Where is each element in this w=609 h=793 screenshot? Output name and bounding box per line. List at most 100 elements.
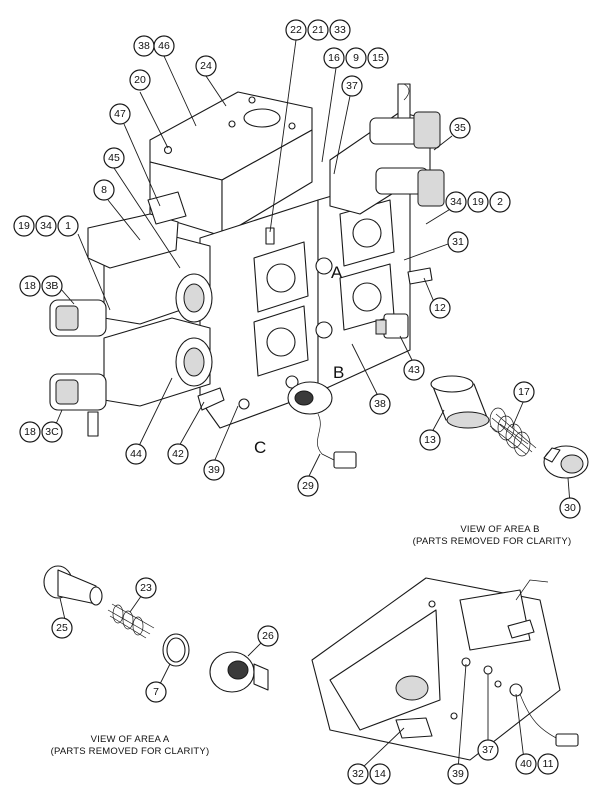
callout-11: 11 — [537, 753, 559, 775]
svg-text:29: 29 — [302, 480, 314, 492]
callout-9: 9 — [345, 47, 367, 69]
svg-text:12: 12 — [434, 302, 446, 314]
svg-text:1: 1 — [65, 220, 71, 232]
callout-18-upper: 18 — [19, 275, 41, 297]
callout-34-right: 34 — [445, 191, 467, 213]
callout-23: 23 — [135, 577, 157, 599]
svg-text:23: 23 — [140, 582, 152, 594]
callout-43: 43 — [403, 359, 425, 381]
svg-text:24: 24 — [200, 60, 212, 72]
svg-text:11: 11 — [543, 758, 554, 770]
callout-30: 30 — [559, 497, 581, 519]
callout-15: 15 — [367, 47, 389, 69]
svg-text:31: 31 — [452, 236, 464, 248]
caption-area-a-title: VIEW OF AREA A — [91, 734, 170, 745]
callout-38-top: 38 — [133, 35, 155, 57]
callout-17: 17 — [513, 381, 535, 403]
callout-47: 47 — [109, 103, 131, 125]
callout-24: 24 — [195, 55, 217, 77]
callout-3c: 3C — [41, 421, 63, 443]
caption-area-a-note: (PARTS REMOVED FOR CLARITY) — [51, 746, 210, 757]
svg-text:21: 21 — [312, 24, 324, 36]
callout-38-mid: 38 — [369, 393, 391, 415]
callout-39-bottom: 39 — [447, 763, 469, 785]
svg-text:39: 39 — [208, 464, 220, 476]
callout-29: 29 — [297, 475, 319, 497]
caption-area-b-note: (PARTS REMOVED FOR CLARITY) — [413, 536, 572, 547]
svg-text:8: 8 — [101, 184, 107, 196]
callout-40: 40 — [515, 753, 537, 775]
area-label-b: B — [333, 363, 344, 382]
svg-text:37: 37 — [482, 744, 494, 756]
svg-text:3B: 3B — [46, 280, 59, 292]
svg-text:3C: 3C — [45, 426, 59, 438]
area-label-a: A — [331, 263, 343, 282]
callout-8: 8 — [93, 179, 115, 201]
svg-text:25: 25 — [56, 622, 68, 634]
callout-45: 45 — [103, 147, 125, 169]
area-label-c: C — [254, 438, 266, 457]
svg-text:30: 30 — [564, 502, 576, 514]
svg-text:26: 26 — [262, 630, 274, 642]
svg-text:43: 43 — [408, 364, 420, 376]
callout-22: 22 — [285, 19, 307, 41]
svg-text:9: 9 — [353, 52, 359, 64]
callout-42: 42 — [167, 443, 189, 465]
svg-text:45: 45 — [108, 152, 120, 164]
callout-37-top: 37 — [341, 75, 363, 97]
svg-text:2: 2 — [497, 196, 503, 208]
svg-text:14: 14 — [374, 768, 386, 780]
callout-18-lower: 18 — [19, 421, 41, 443]
svg-text:20: 20 — [134, 74, 146, 86]
svg-text:22: 22 — [290, 24, 302, 36]
callout-26: 26 — [257, 625, 279, 647]
callout-33: 33 — [329, 19, 351, 41]
callout-37-bottom: 37 — [477, 739, 499, 761]
callout-25: 25 — [51, 617, 73, 639]
callout-46: 46 — [153, 35, 175, 57]
callout-21: 21 — [307, 19, 329, 41]
callout-19-right: 19 — [467, 191, 489, 213]
svg-text:7: 7 — [153, 686, 159, 698]
callout-20: 20 — [129, 69, 151, 91]
area-b-exploded-view — [430, 375, 589, 479]
svg-text:37: 37 — [346, 80, 358, 92]
svg-text:38: 38 — [374, 398, 386, 410]
bottom-right-detail — [311, 577, 579, 761]
callout-35: 35 — [449, 117, 471, 139]
callout-14: 14 — [369, 763, 391, 785]
callout-19-left: 19 — [13, 215, 35, 237]
callout-7: 7 — [145, 681, 167, 703]
callout-32: 32 — [347, 763, 369, 785]
svg-text:16: 16 — [328, 52, 340, 64]
svg-text:38: 38 — [138, 40, 150, 52]
callout-34-left: 34 — [35, 215, 57, 237]
svg-text:42: 42 — [172, 448, 184, 460]
svg-text:34: 34 — [40, 220, 52, 232]
callout-16: 16 — [323, 47, 345, 69]
callouts: 22 21 33 38 46 16 9 15 24 20 37 47 35 45… — [13, 19, 581, 785]
svg-text:17: 17 — [518, 386, 530, 398]
svg-text:19: 19 — [18, 220, 30, 232]
svg-text:13: 13 — [424, 434, 436, 446]
svg-text:18: 18 — [24, 426, 36, 438]
area-a-exploded-view — [43, 565, 269, 693]
callout-39-mid: 39 — [203, 459, 225, 481]
leader-lines — [55, 39, 571, 771]
svg-text:44: 44 — [130, 448, 142, 460]
callout-31: 31 — [447, 231, 469, 253]
svg-text:18: 18 — [24, 280, 36, 292]
svg-text:47: 47 — [114, 108, 126, 120]
callout-13: 13 — [419, 429, 441, 451]
callout-1: 1 — [57, 215, 79, 237]
svg-text:40: 40 — [520, 758, 532, 770]
svg-text:33: 33 — [334, 24, 346, 36]
caption-area-b-title: VIEW OF AREA B — [460, 524, 539, 535]
svg-text:15: 15 — [372, 52, 384, 64]
svg-text:46: 46 — [158, 40, 170, 52]
svg-text:19: 19 — [472, 196, 484, 208]
svg-text:34: 34 — [450, 196, 462, 208]
svg-text:35: 35 — [454, 122, 466, 134]
callout-12: 12 — [429, 297, 451, 319]
